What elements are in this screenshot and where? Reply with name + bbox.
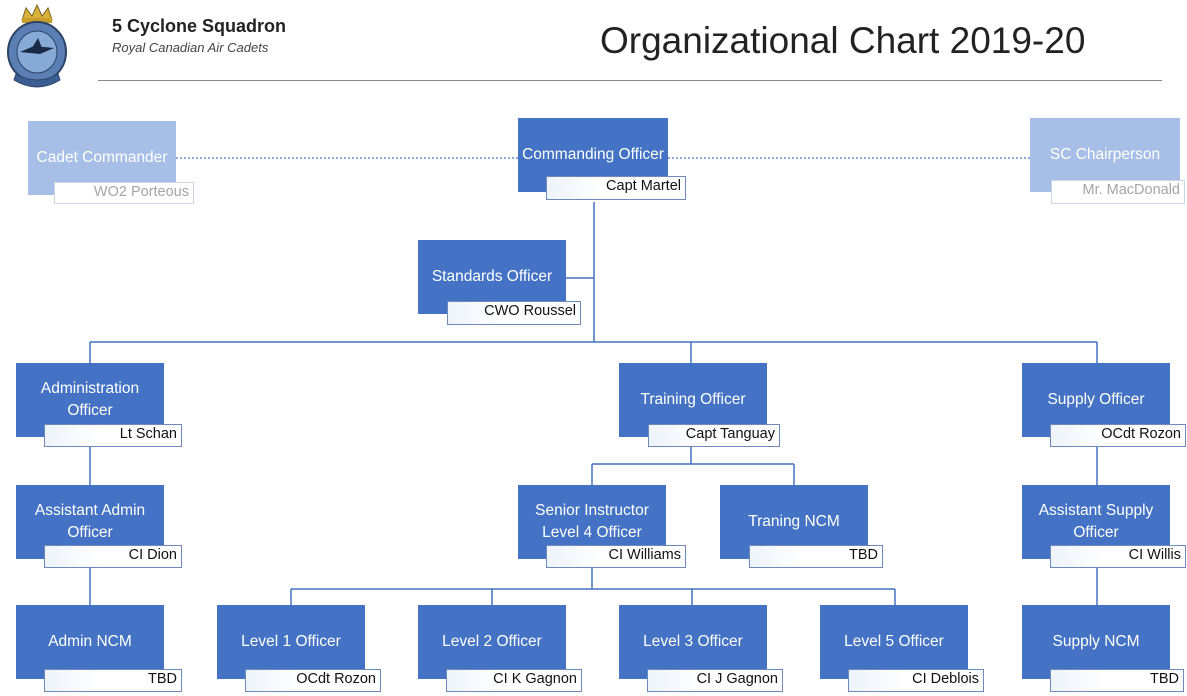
- supply-ncm-box: Supply NCM: [1022, 605, 1170, 679]
- training-officer-name: Capt Tanguay: [648, 424, 780, 447]
- header-divider: [98, 80, 1162, 81]
- level5-officer-box: Level 5 Officer: [820, 605, 968, 679]
- level1-officer-name: OCdt Rozon: [245, 669, 381, 692]
- senior-instructor-name: CI Williams: [546, 545, 686, 568]
- standards-officer-name: CWO Roussel: [447, 301, 581, 325]
- assistant-admin-officer-name: CI Dion: [44, 545, 182, 568]
- page-title: Organizational Chart 2019-20: [600, 20, 1086, 61]
- level5-officer-name: CI Deblois: [848, 669, 984, 692]
- squadron-name: 5 Cyclone Squadron: [112, 16, 287, 36]
- cadet-commander-name: WO2 Porteous: [54, 182, 194, 204]
- commanding-officer-name: Capt Martel: [546, 176, 686, 200]
- assistant-supply-officer-name: CI Willis: [1050, 545, 1186, 568]
- supply-officer-name: OCdt Rozon: [1050, 424, 1186, 447]
- air-cadet-crest-icon: [7, 3, 67, 88]
- admin-ncm-box: Admin NCM: [16, 605, 164, 679]
- level2-officer-name: CI K Gagnon: [446, 669, 582, 692]
- squadron-subtitle: Royal Canadian Air Cadets: [112, 40, 269, 55]
- supply-ncm-name: TBD: [1050, 669, 1184, 692]
- administration-officer-name: Lt Schan: [44, 424, 182, 447]
- level2-officer-box: Level 2 Officer: [418, 605, 566, 679]
- level1-officer-box: Level 1 Officer: [217, 605, 365, 679]
- level3-officer-box: Level 3 Officer: [619, 605, 767, 679]
- sc-chairperson-name: Mr. MacDonald: [1051, 180, 1185, 204]
- level3-officer-name: CI J Gagnon: [647, 669, 783, 692]
- training-ncm-name: TBD: [749, 545, 883, 568]
- sc-chairperson-box: SC Chairperson: [1030, 118, 1180, 192]
- admin-ncm-name: TBD: [44, 669, 182, 692]
